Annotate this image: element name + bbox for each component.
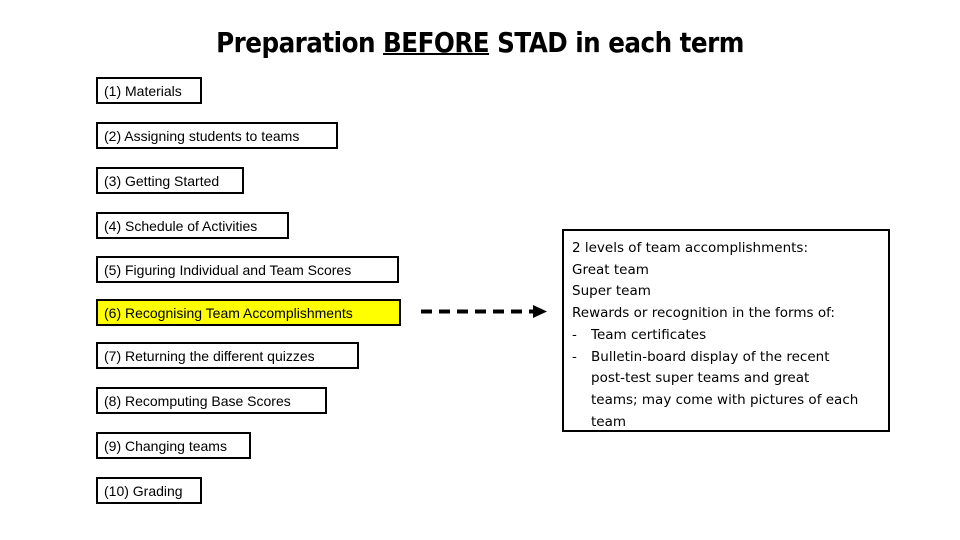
detail-bullet-continuation-2: teams; may come with pictures of each (591, 391, 859, 408)
step-box-4-schedule-of-activities[interactable]: (4) Schedule of Activities (96, 212, 289, 239)
detail-line-great-team: Great team (572, 261, 649, 278)
page-title: Preparation BEFORE STAD in each term (58, 26, 903, 60)
step-label: (4) Schedule of Activities (104, 217, 258, 234)
bullet-dash-marker: - (572, 348, 577, 365)
detail-bullet-team-certificates: - Team certificates (572, 325, 880, 347)
step-box-9-changing-teams[interactable]: (9) Changing teams (96, 432, 251, 459)
bullet-text: Team certificates (591, 326, 707, 343)
step-label: (7) Returning the different quizzes (104, 347, 315, 364)
step-box-8-recomputing-base-scores[interactable]: (8) Recomputing Base Scores (96, 387, 327, 414)
step-label: (1) Materials (104, 82, 182, 99)
detail-line-rewards-heading: Rewards or recognition in the forms of: (572, 305, 835, 322)
page-title-suffix: STAD in each term (489, 26, 744, 59)
page-title-emphasis: BEFORE (383, 26, 490, 59)
bullet-dash-marker: - (572, 326, 577, 343)
detail-line-super-team: Super team (572, 283, 651, 300)
bullet-text: Bulletin-board display of the recent (591, 348, 830, 365)
step-label: (2) Assigning students to teams (104, 127, 300, 144)
detail-bullet-continuation-1: post-test super teams and great (591, 370, 810, 387)
step-label: (8) Recomputing Base Scores (104, 392, 291, 409)
step-box-2-assigning-students-to-teams[interactable]: (2) Assigning students to teams (96, 122, 338, 149)
step-label: (10) Grading (104, 482, 183, 499)
detail-line-heading: 2 levels of team accomplishments: (572, 240, 808, 256)
step-box-3-getting-started[interactable]: (3) Getting Started (96, 167, 244, 194)
step-box-5-figuring-individual-and-team-scores[interactable]: (5) Figuring Individual and Team Scores (96, 256, 399, 283)
detail-bullet-continuation-3: team (591, 413, 627, 430)
detail-bullet-bulletin-board-display: - Bulletin-board display of the recent (572, 347, 880, 369)
step-label: (3) Getting Started (104, 172, 220, 189)
step-label: (5) Figuring Individual and Team Scores (104, 261, 352, 278)
step-box-10-grading[interactable]: (10) Grading (96, 477, 202, 504)
step-box-1-materials[interactable]: (1) Materials (96, 77, 202, 104)
detail-callout-box: 2 levels of team accomplishments: Great … (562, 229, 890, 432)
dashed-arrow-right-icon (421, 305, 547, 318)
step-label: (9) Changing teams (104, 437, 227, 454)
page-title-prefix: Preparation (216, 26, 384, 59)
step-box-6-recognising-team-accomplishments[interactable]: (6) Recognising Team Accomplishments (96, 299, 401, 326)
step-box-7-returning-the-different-quizzes[interactable]: (7) Returning the different quizzes (96, 342, 359, 369)
step-label: (6) Recognising Team Accomplishments (104, 304, 353, 321)
